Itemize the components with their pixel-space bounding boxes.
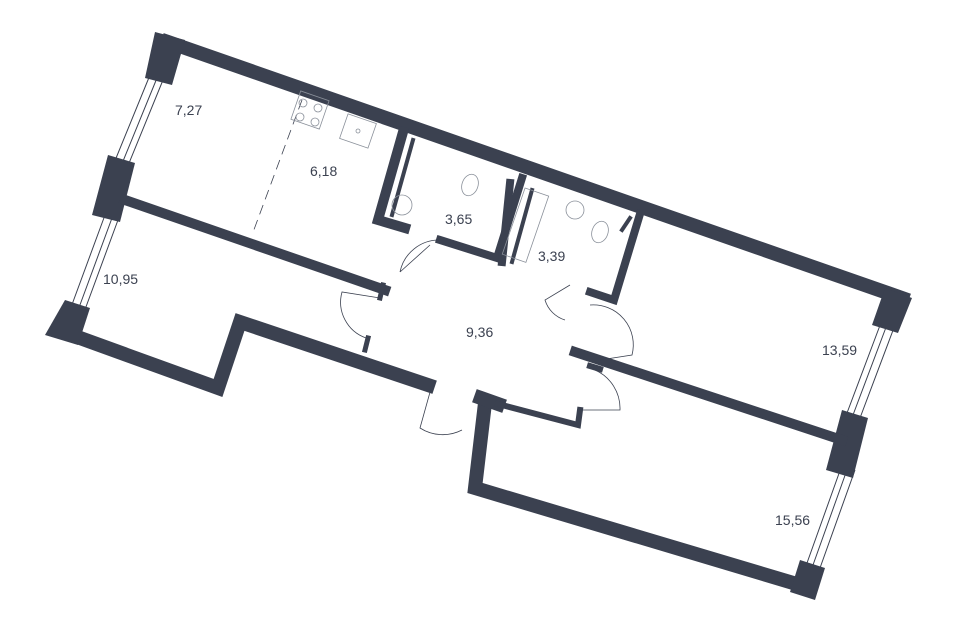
washbasin-icon [565,200,585,220]
room-area-bedroom-right-top: 13,59 [822,342,858,358]
bathtub-icon [501,187,550,263]
room-area-bedroom-left: 10,95 [103,271,139,287]
room-area-bedroom-right-bottom: 15,56 [775,512,811,528]
doors [340,239,634,436]
inner-walls [118,125,849,447]
room-area-kitchen: 6,18 [310,163,338,179]
fixtures [290,90,609,263]
outer-walls [45,32,912,600]
room-area-living: 7,27 [175,102,203,118]
zone-divider [251,99,303,236]
stove-icon [290,90,330,130]
room-area-bathroom-1: 3,65 [445,211,473,227]
sink-icon [339,113,377,149]
toilet-icon [591,220,609,244]
washbasin-icon [391,194,413,216]
room-area-bathroom-2: 3,39 [538,248,566,264]
windows [69,74,896,569]
room-area-hallway: 9,36 [466,324,494,340]
toilet-icon [461,173,479,197]
